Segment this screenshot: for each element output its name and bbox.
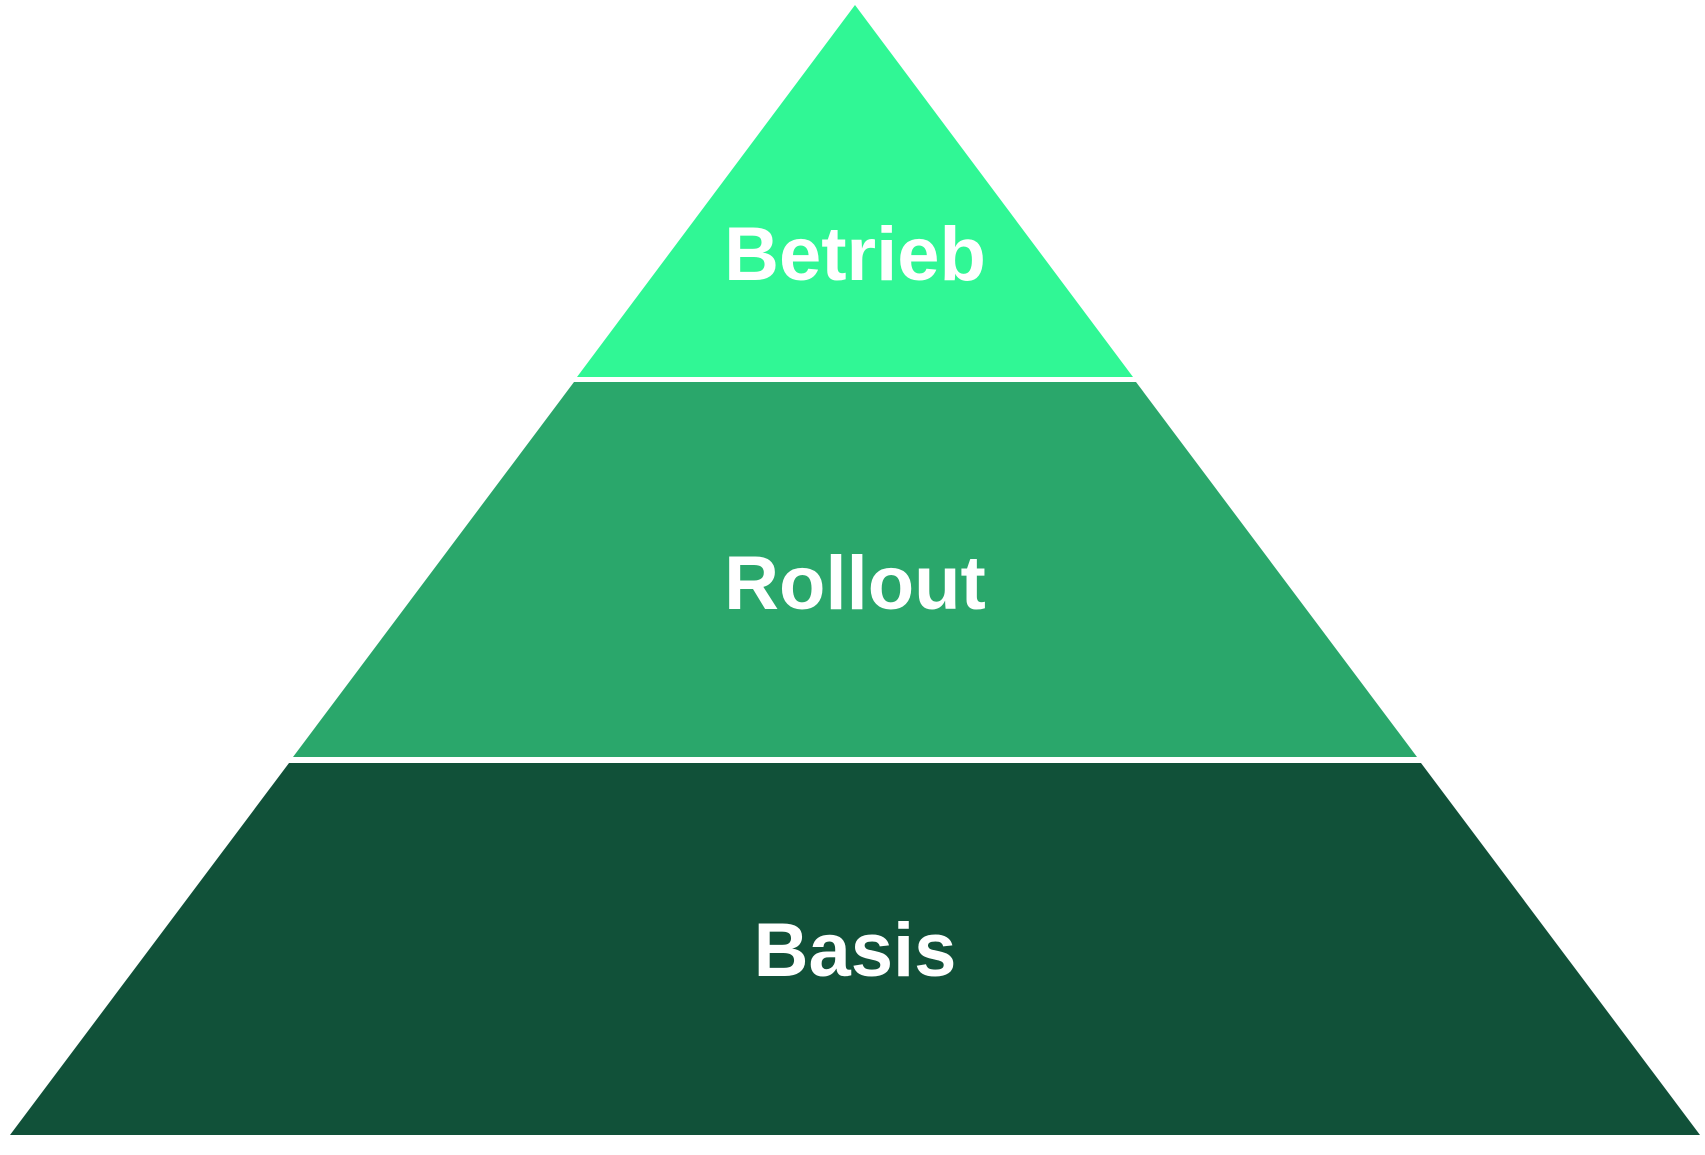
pyramid-level-bottom-label: Basis (753, 908, 957, 993)
pyramid-level-middle-shape (293, 382, 1417, 757)
pyramid-level-top-label: Betrieb (724, 212, 986, 297)
pyramid-level-bottom-shape (10, 763, 1700, 1135)
pyramid-level-middle-label: Rollout (724, 541, 986, 626)
pyramid-level-top-shape (577, 5, 1133, 377)
